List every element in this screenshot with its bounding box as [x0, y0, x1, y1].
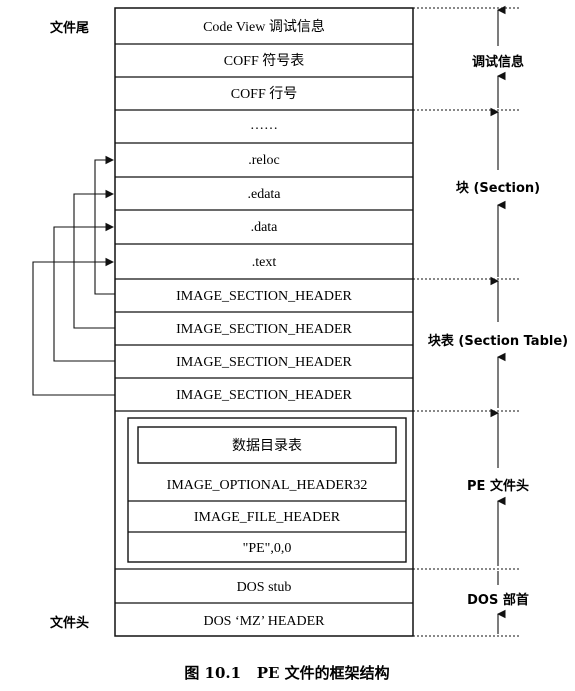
row-coff-lines: COFF 行号 — [231, 86, 298, 102]
data-directory-label: 数据目录表 — [232, 438, 302, 454]
row-codeview: Code View 调试信息 — [203, 18, 325, 35]
dos-stub-label: DOS stub — [237, 580, 292, 595]
pe-header-label: PE 文件头 — [467, 478, 529, 494]
row-edata: .edata — [247, 187, 281, 202]
row-text: .text — [252, 255, 277, 270]
row-coff-symbols: COFF 符号表 — [224, 53, 305, 69]
row-ellipsis: …… — [250, 118, 278, 133]
sections-label: 块 (Section) — [456, 180, 540, 196]
file-header-label: IMAGE_FILE_HEADER — [194, 510, 341, 525]
section-table-label: 块表 (Section Table) — [428, 333, 568, 349]
data-directory-box — [137, 426, 397, 464]
optional-header-label: IMAGE_OPTIONAL_HEADER32 — [167, 478, 368, 493]
dos-region-label: DOS 部首 — [467, 592, 529, 608]
debug-info-label: 调试信息 — [472, 54, 524, 70]
row-data: .data — [251, 220, 279, 235]
file-tail-label: 文件尾 — [50, 20, 89, 36]
main-column — [114, 7, 414, 637]
pointer-header2-to-edata — [73, 189, 115, 329]
dos-header-label: DOS ‘MZ’ HEADER — [203, 614, 325, 629]
pe-signature-label: "PE",0,0 — [243, 541, 292, 556]
figure-caption: 图 10.1 PE 文件的框架结构 — [184, 664, 389, 682]
pointer-header4-to-text — [32, 257, 115, 396]
row-dividers — [115, 43, 413, 604]
section-header-2: IMAGE_SECTION_HEADER — [176, 322, 352, 337]
row-reloc: .reloc — [248, 153, 279, 168]
pointer-header3-to-data — [53, 222, 115, 362]
section-header-1: IMAGE_SECTION_HEADER — [176, 289, 352, 304]
section-header-3: IMAGE_SECTION_HEADER — [176, 355, 352, 370]
section-pointers — [32, 155, 115, 396]
extension-lines — [413, 7, 520, 637]
pe-header-box — [127, 417, 407, 563]
file-head-label: 文件头 — [50, 615, 89, 631]
section-header-4: IMAGE_SECTION_HEADER — [176, 388, 352, 403]
